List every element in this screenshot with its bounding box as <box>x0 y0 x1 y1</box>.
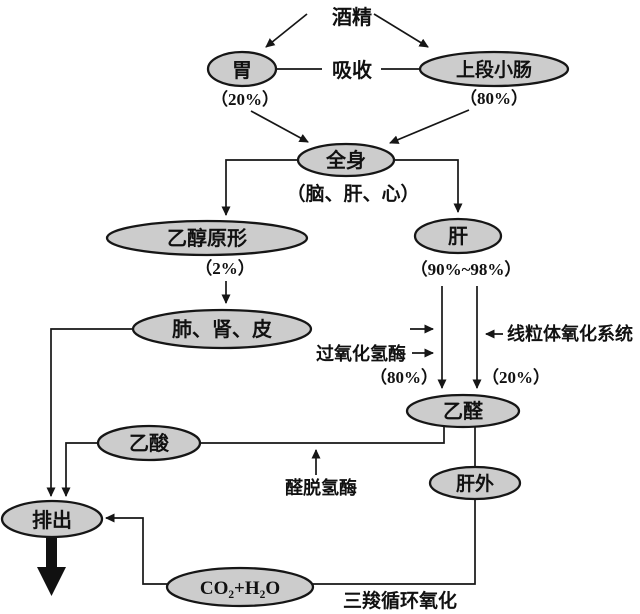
arrow-lungkidneyskin-to-excrete <box>46 328 133 497</box>
label-ethanol-pct: （2%） <box>195 258 255 278</box>
label-stomach-pct: （20%） <box>211 89 279 109</box>
label-whole-body: 全身 <box>325 148 366 172</box>
label-co2-h2o: CO₂+H₂O <box>200 578 280 599</box>
arrow-alcohol-to-stomach <box>265 13 308 48</box>
line-acetaldehyde-to-aceticacid <box>200 426 445 444</box>
arrow-alcohol-to-intestine <box>373 13 429 48</box>
arrow-stomach-to-wholebody <box>250 110 309 143</box>
label-upper-intestine: 上段小肠 <box>456 58 532 81</box>
label-liver-pct: （90%~98%） <box>411 259 522 279</box>
label-catalase: 过氧化氢酶 <box>316 343 406 364</box>
label-intestine-pct: （80%） <box>460 88 528 108</box>
node-co2-h2o <box>165 566 315 608</box>
label-excrete: 排出 <box>32 508 72 532</box>
label-liver: 肝 <box>448 225 468 248</box>
label-catalase-pct: （80%） <box>370 367 438 387</box>
label-whole-body-organs: （脑、肝、心） <box>286 182 419 205</box>
thick-excretion-arrow <box>37 536 66 596</box>
label-mitochondria-pct: （20%） <box>482 367 550 387</box>
arrow-co2h2o-to-excrete <box>105 513 168 585</box>
label-alcohol: 酒精 <box>332 5 372 29</box>
line-extrahepatic-to-co2h2o <box>313 499 476 585</box>
node-lung-kidney-skin <box>131 308 313 350</box>
label-tca: 三羧循环氧化 <box>343 589 457 612</box>
node-ethanol-unchanged <box>105 219 309 257</box>
label-ethanol-unchanged: 乙醇原形 <box>167 226 247 250</box>
arrow-wholebody-to-liver <box>393 159 463 213</box>
label-aldh: 醛脱氢酶 <box>285 477 357 498</box>
node-liver <box>413 217 503 255</box>
node-acetaldehyde <box>405 393 521 429</box>
label-absorb: 吸收 <box>332 58 372 82</box>
label-acetic-acid: 乙酸 <box>129 431 170 455</box>
arrow-wholebody-to-ethanol <box>221 159 299 216</box>
label-lung-kidney-skin: 肺、肾、皮 <box>172 317 272 341</box>
arrow-aceticacid-to-excrete <box>61 442 98 497</box>
node-extrahepatic <box>428 465 522 501</box>
node-acetic-acid <box>96 424 202 462</box>
arrow-intestine-to-wholebody <box>389 109 470 144</box>
label-acetaldehyde: 乙醛 <box>443 399 484 423</box>
label-extrahepatic: 肝外 <box>456 472 494 495</box>
label-mitochondria: 线粒体氧化系统 <box>507 323 633 344</box>
node-upper-intestine <box>418 50 570 88</box>
node-stomach <box>206 50 278 88</box>
node-whole-body <box>296 142 396 178</box>
label-stomach: 胃 <box>232 60 252 82</box>
node-excrete <box>0 499 104 539</box>
